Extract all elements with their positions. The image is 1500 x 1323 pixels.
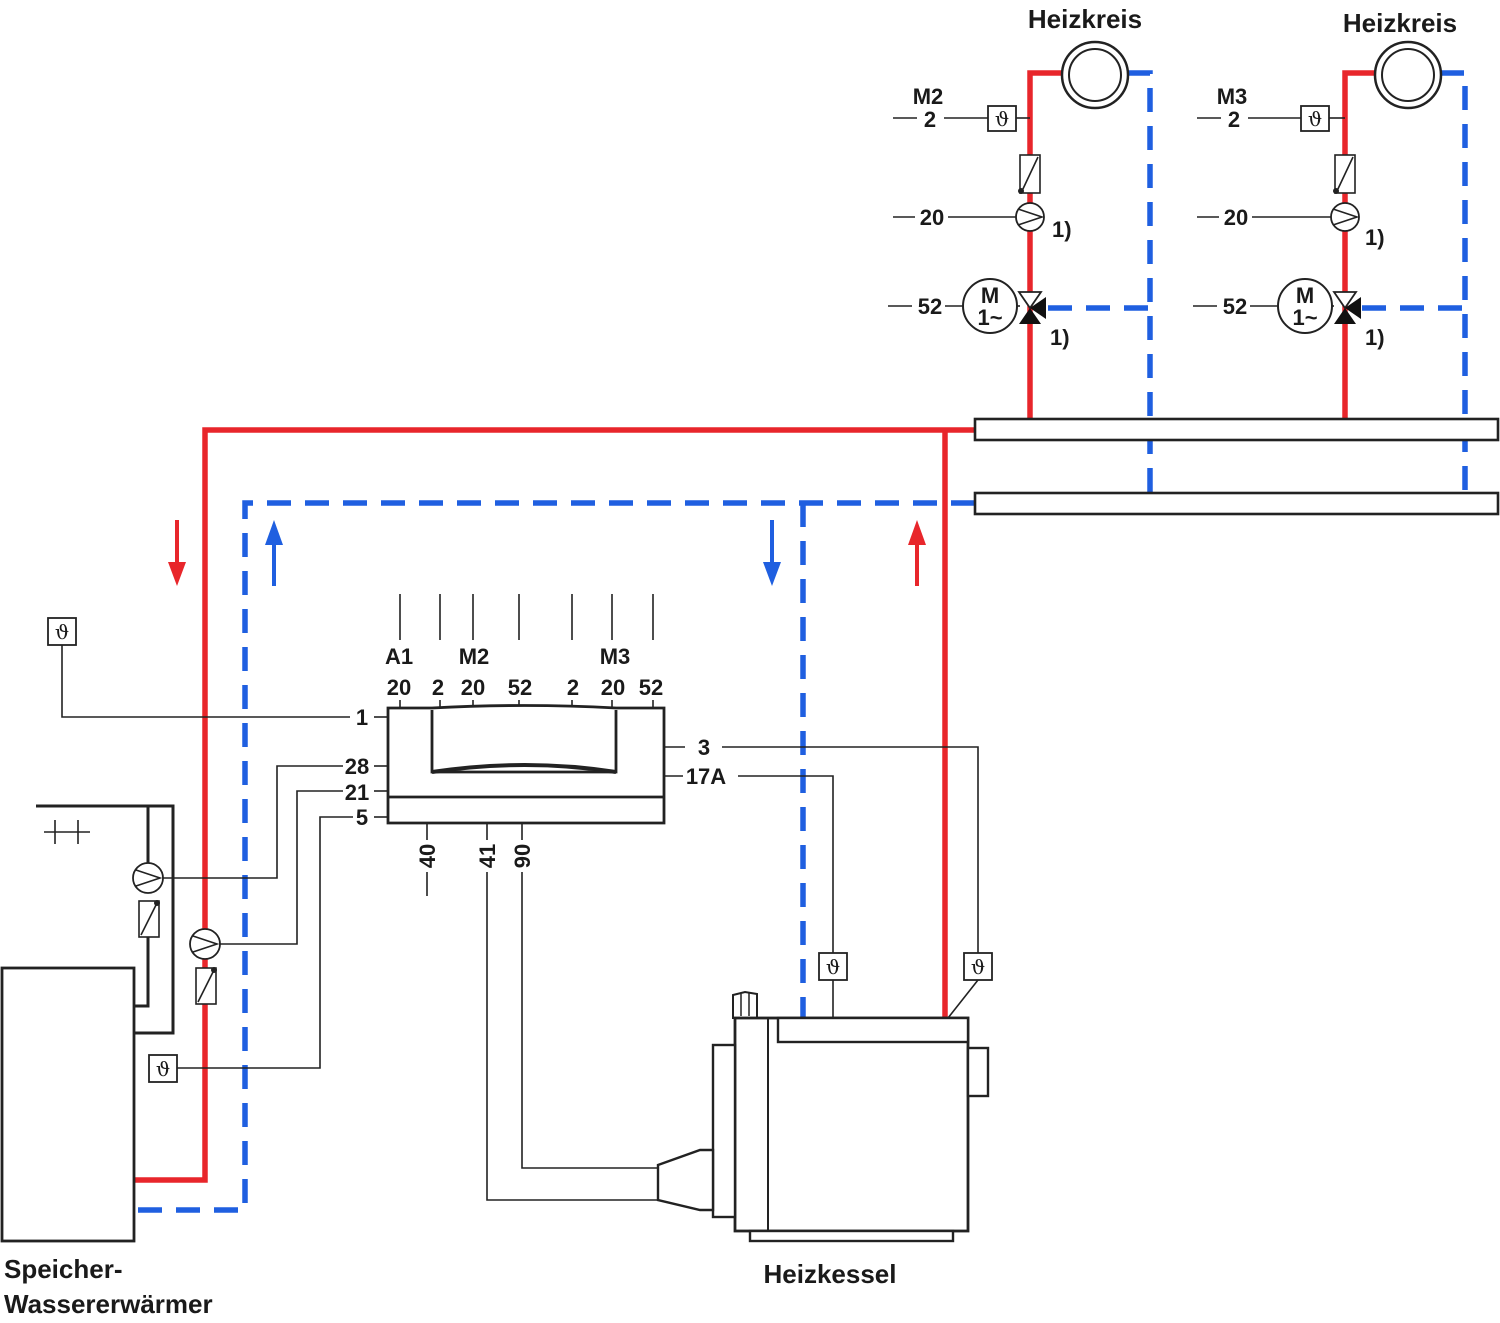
three-way-valve-icon [1017, 291, 1046, 324]
terminal-2-label: 2 [924, 107, 936, 132]
terminal-2-label: 2 [1228, 107, 1240, 132]
circuit-id: M3 [1217, 84, 1248, 109]
dhw-storage-tank: ϑ [0, 804, 221, 1243]
check-valve-icon [195, 967, 217, 1005]
terminal-20-label: 20 [601, 675, 625, 700]
terminal-20-label: 20 [387, 675, 411, 700]
terminal-40-label: 40 [415, 844, 440, 868]
svg-text:ϑ: ϑ [971, 955, 985, 979]
heating-circuit-title: Heizkreis [1028, 4, 1142, 34]
boiler-controller: A1 M2 M3 20 2 20 52 2 20 52 1 28 21 5 3 [345, 594, 726, 896]
group-m3-label: M3 [600, 644, 631, 669]
footnote-1: 1) [1050, 325, 1070, 350]
footnote-1: 1) [1052, 217, 1072, 242]
terminal-52-label: 52 [918, 294, 942, 319]
sensor-icon [963, 952, 993, 981]
return-header [973, 491, 1500, 516]
footnote-1: 1) [1365, 225, 1385, 250]
terminal-5-label: 5 [356, 805, 368, 830]
terminal-17a-label: 17A [686, 764, 726, 789]
sensor-icon [148, 1054, 178, 1083]
svg-text:M: M [981, 283, 999, 308]
heating-circuit-title: Heizkreis [1343, 8, 1457, 38]
svg-text:ϑ: ϑ [995, 107, 1009, 131]
check-valve-icon [138, 900, 160, 938]
check-valve-icon [1333, 154, 1356, 194]
terminal-3-label: 3 [698, 735, 710, 760]
group-a1-label: A1 [385, 644, 413, 669]
circuit-id: M2 [913, 84, 944, 109]
svg-text:ϑ: ϑ [156, 1057, 170, 1081]
return-pipes [133, 70, 1468, 1213]
terminal-20-label: 20 [920, 205, 944, 230]
burner-icon [656, 1148, 715, 1212]
sensor-icon [818, 952, 848, 981]
terminal-52-label: 52 [639, 675, 663, 700]
terminal-2-label: 2 [432, 675, 444, 700]
heating-circuit-m2: Heizkreis M2 2 ϑ 20 1) 52 M 1 [888, 4, 1142, 350]
circulation-pump-icon [132, 862, 164, 894]
terminal-41-label: 41 [475, 844, 500, 868]
check-valve-icon [1018, 154, 1041, 194]
dhw-tank-label-line1: Speicher- [4, 1254, 123, 1284]
dhw-tank-label-line2: Wassererwärmer [4, 1289, 213, 1319]
sensor-icon [1300, 105, 1330, 132]
boiler [656, 990, 990, 1243]
control-wiring [61, 645, 979, 1201]
footnote-1: 1) [1365, 325, 1385, 350]
svg-text:ϑ: ϑ [1308, 107, 1322, 131]
terminal-52-label: 52 [1223, 294, 1247, 319]
terminal-28-label: 28 [345, 754, 369, 779]
group-m2-label: M2 [459, 644, 490, 669]
radiator-icon [1060, 40, 1130, 110]
svg-text:M: M [1296, 283, 1314, 308]
supply-header [973, 417, 1500, 442]
terminal-52-label: 52 [508, 675, 532, 700]
three-way-valve-icon [1332, 291, 1361, 324]
sensor-icon [47, 617, 77, 646]
heating-circuit-m3: Heizkreis M3 2 ϑ 20 1) 52 M 1 [1193, 8, 1457, 350]
terminal-20-label: 20 [461, 675, 485, 700]
radiator-icon [1373, 40, 1443, 110]
terminal-90-label: 90 [510, 844, 535, 868]
svg-text:ϑ: ϑ [55, 620, 69, 644]
circulation-pump-icon [1330, 202, 1360, 232]
charging-pump-icon [189, 928, 221, 960]
outdoor-sensor: ϑ [47, 617, 77, 646]
svg-text:1~: 1~ [1292, 305, 1317, 330]
boiler-sensor-limit: ϑ [963, 952, 993, 981]
svg-text:ϑ: ϑ [826, 955, 840, 979]
boiler-sensor-flow: ϑ [818, 952, 848, 981]
circulation-pump-icon [1015, 202, 1045, 232]
terminal-20-label: 20 [1224, 205, 1248, 230]
sensor-icon [987, 105, 1017, 132]
terminal-21-label: 21 [345, 780, 369, 805]
dhw-sensor: ϑ [148, 1054, 178, 1083]
terminal-1-label: 1 [356, 705, 368, 730]
svg-text:1~: 1~ [977, 305, 1002, 330]
terminal-2-label: 2 [567, 675, 579, 700]
boiler-label: Heizkessel [764, 1259, 897, 1289]
